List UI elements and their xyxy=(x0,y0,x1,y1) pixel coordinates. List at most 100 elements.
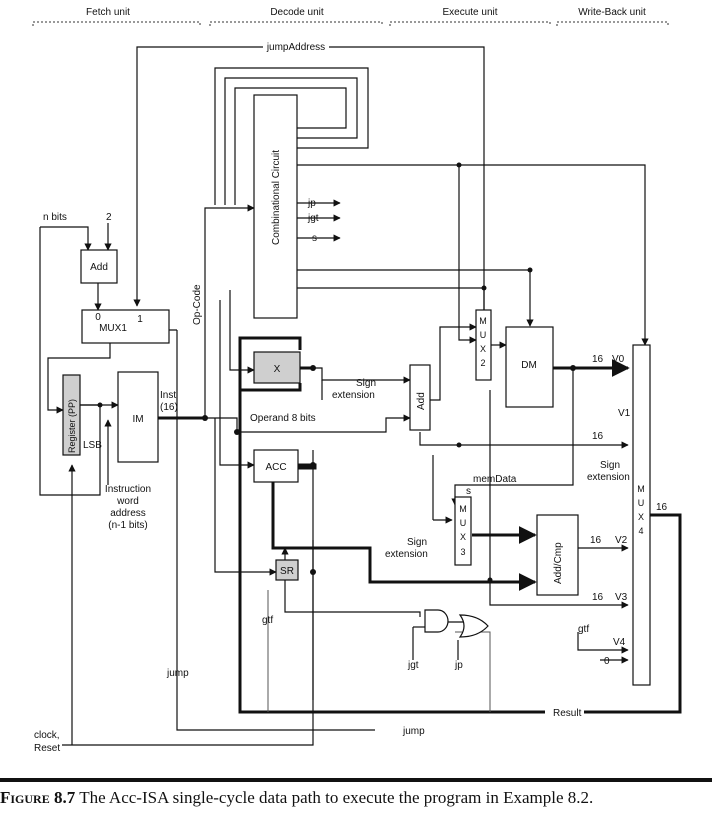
w16a-label: 16 xyxy=(592,354,604,365)
jp-in-label: jp xyxy=(454,660,463,671)
ext2-label: extension xyxy=(587,472,630,483)
w16c-label: 16 xyxy=(590,535,602,546)
sr-register xyxy=(275,559,299,581)
svg-text:4: 4 xyxy=(638,526,643,536)
w16d-label: 16 xyxy=(592,592,604,603)
figure-number: Figure 8.7 xyxy=(0,788,76,807)
sr-label: SR xyxy=(280,566,294,577)
svg-text:X: X xyxy=(480,344,486,354)
jgt-in-label: jgt xyxy=(407,660,419,671)
mux1-label: MUX1 xyxy=(99,323,127,334)
add-cmp-label: Add/Cmp xyxy=(553,542,564,584)
add-cmp-unit xyxy=(536,514,579,596)
zero-label: 0 xyxy=(604,656,610,667)
pp-register xyxy=(62,374,81,456)
fetch-bracket xyxy=(32,21,201,26)
writeback-bracket xyxy=(556,21,669,26)
writeback-unit-label: Write-Back unit xyxy=(578,7,646,18)
caption-text: Figure 8.7 The Acc-ISA single-cycle data… xyxy=(0,782,712,808)
sign1-label: Sign xyxy=(356,378,376,389)
fetch-unit-label: Fetch unit xyxy=(86,7,130,18)
svg-text:3: 3 xyxy=(460,547,465,557)
x-label: X xyxy=(274,364,281,375)
x-register xyxy=(253,351,301,384)
v3-label: V3 xyxy=(615,592,628,603)
svg-text:M: M xyxy=(459,504,467,514)
data-memory xyxy=(505,326,554,408)
mux1 xyxy=(81,309,170,344)
caption-body: The Acc-ISA single-cycle data path to ex… xyxy=(79,788,594,807)
comb-label: Combinational Circuit xyxy=(271,150,282,245)
w16out-label: 16 xyxy=(656,502,668,513)
ext3-label: extension xyxy=(385,549,428,560)
execute-bracket xyxy=(389,21,551,26)
mux2-letters: M U X 2 xyxy=(479,316,487,368)
v0-label: V0 xyxy=(612,354,625,365)
sign3-label: Sign xyxy=(407,537,427,548)
svg-text:M: M xyxy=(637,484,645,494)
s-mux3-label: s xyxy=(466,486,471,497)
jump-address-label: jumpAddress xyxy=(266,42,325,53)
reset-label: Reset xyxy=(34,743,60,754)
datapath-diagram: Fetch unit Decode unit Execute unit Writ… xyxy=(32,7,682,754)
sign2-label: Sign xyxy=(600,460,620,471)
figure-caption: Figure 8.7 The Acc-ISA single-cycle data… xyxy=(0,778,712,808)
instr-addr-line1: Instruction xyxy=(105,484,151,495)
mux4-letters: M U X 4 xyxy=(637,484,645,536)
svg-text:U: U xyxy=(460,518,467,528)
svg-text:M: M xyxy=(479,316,487,326)
address-adder-label: Add xyxy=(416,392,427,410)
decode-unit-label: Decode unit xyxy=(270,7,324,18)
jump1-label: jump xyxy=(166,668,189,679)
address-adder xyxy=(409,364,431,431)
gtf2-label: gtf xyxy=(578,624,589,635)
clock-label: clock, xyxy=(34,730,60,741)
s-out-label: s xyxy=(312,233,317,244)
two-label: 2 xyxy=(106,212,112,223)
blocks: Add MUX1 0 1 Register (PP) IM Combinatio… xyxy=(62,94,651,686)
instr-addr-line3: address xyxy=(110,508,146,519)
inst16-label: (16) xyxy=(160,402,178,413)
ext1-label: extension xyxy=(332,390,375,401)
mux3-letters: M U X 3 xyxy=(459,504,467,557)
acc-label: ACC xyxy=(265,462,286,473)
svg-text:2: 2 xyxy=(480,358,485,368)
jump2-label: jump xyxy=(402,726,425,737)
nbits-label: n bits xyxy=(43,212,67,223)
mux1-in0: 0 xyxy=(95,312,101,323)
wires xyxy=(39,46,682,746)
opcode-label: Op-Code xyxy=(192,284,203,325)
v2-label: V2 xyxy=(615,535,628,546)
v4-label: V4 xyxy=(613,637,626,648)
execute-unit-label: Execute unit xyxy=(442,7,497,18)
mux3 xyxy=(454,496,472,566)
lsb-label: LSB xyxy=(83,440,102,451)
jgt-out-label: jgt xyxy=(307,213,319,224)
svg-text:X: X xyxy=(638,512,644,522)
svg-text:X: X xyxy=(460,532,466,542)
caption-rule xyxy=(0,778,712,782)
operand-label: Operand 8 bits xyxy=(250,413,316,424)
pc-adder-label: Add xyxy=(90,262,108,273)
and-gate xyxy=(424,609,449,633)
acc-register xyxy=(253,449,299,483)
mux2 xyxy=(475,309,492,381)
pc-adder xyxy=(80,249,118,284)
pp-register-label: Register (PP) xyxy=(67,399,77,453)
instr-addr-line2: word xyxy=(116,496,139,507)
memdata-label: memData xyxy=(473,474,517,485)
dm-label: DM xyxy=(521,360,537,371)
im-label: IM xyxy=(132,414,143,425)
combinational-circuit xyxy=(253,94,298,319)
unit-headers: Fetch unit Decode unit Execute unit Writ… xyxy=(32,7,669,26)
gtf1-label: gtf xyxy=(262,615,273,626)
v1-label: V1 xyxy=(618,408,631,419)
w16b-label: 16 xyxy=(592,431,604,442)
instruction-memory xyxy=(117,371,159,463)
result-label: Result xyxy=(553,708,582,719)
mux1-in1: 1 xyxy=(137,314,143,325)
decode-bracket xyxy=(209,21,383,26)
svg-text:U: U xyxy=(638,498,645,508)
signal-labels: n bits 2 jumpAddress jp jgt s Op-Code In… xyxy=(34,42,668,754)
or-gate xyxy=(458,614,489,638)
